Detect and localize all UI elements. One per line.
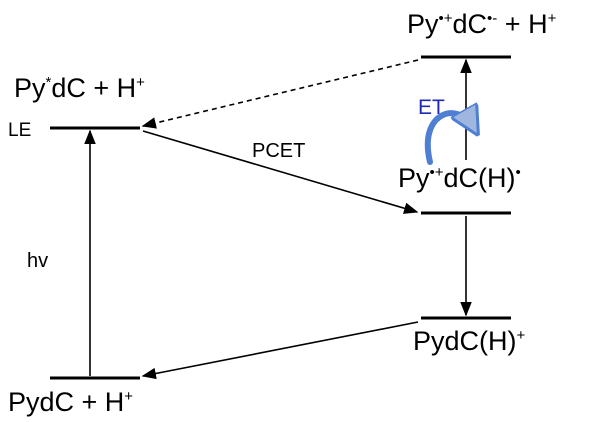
label-le: LE (8, 120, 31, 141)
label-hv: hv (27, 250, 48, 272)
arrow-return-to-ground (141, 321, 419, 380)
arrow-pcet (142, 130, 419, 214)
label-ground: PydC + H+ (8, 387, 133, 417)
label-protonated: PydC(H)+ (413, 326, 526, 356)
et-curved-arrow (424, 113, 474, 165)
label-pcet-product: Py•+dC(H)• (398, 163, 521, 193)
label-le-state: Py*dC + H+ (14, 73, 145, 103)
arrow-back-et-dashed (141, 59, 419, 129)
label-pcet: PCET (252, 140, 305, 162)
label-et: ET (418, 96, 445, 119)
label-excited-radical: Py•+dC•- + H+ (407, 9, 557, 39)
